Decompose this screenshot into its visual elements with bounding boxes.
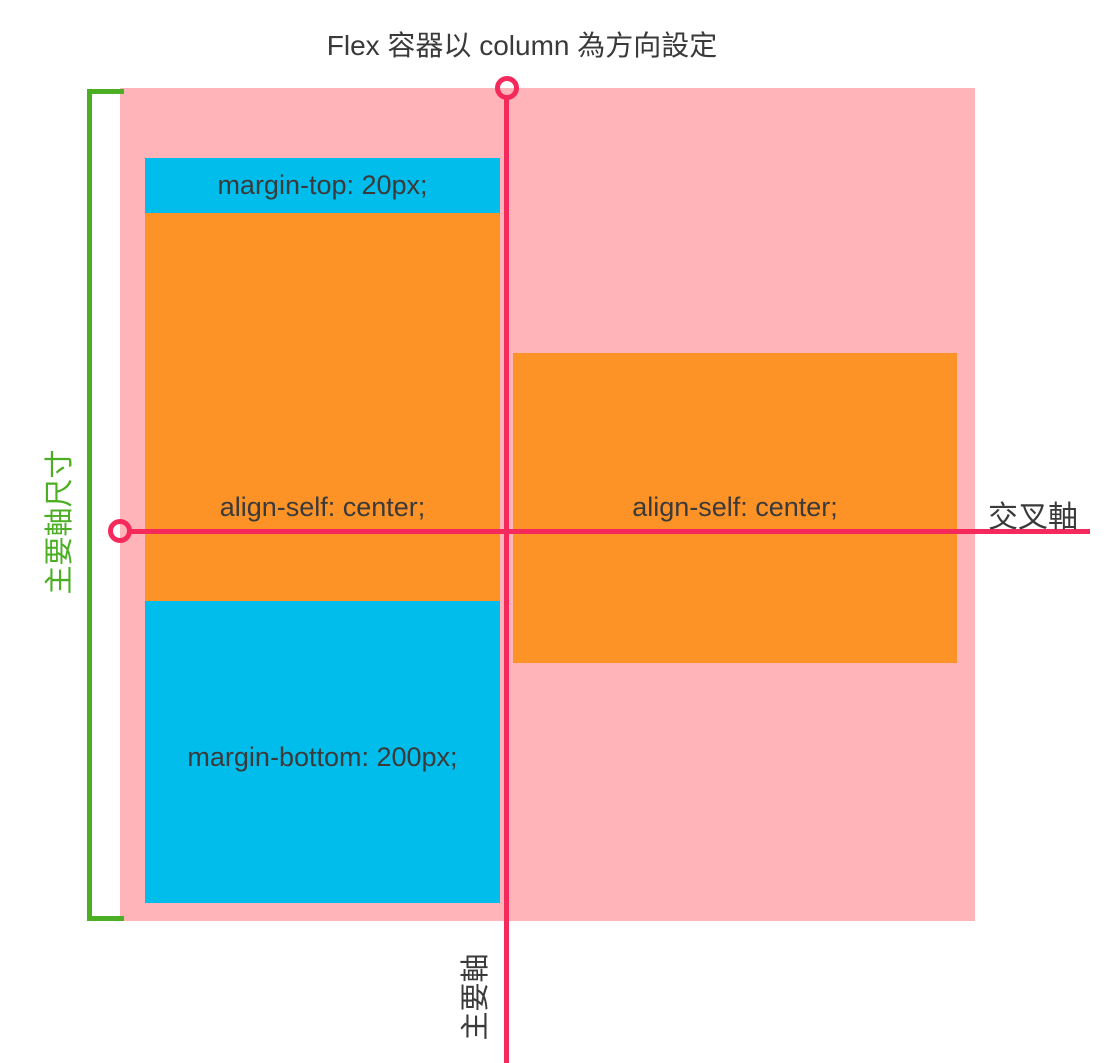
cross-axis-origin-circle: [108, 519, 132, 543]
main-axis-size-bracket: [87, 89, 124, 921]
margin-top-box: margin-top: 20px;: [145, 158, 500, 213]
margin-bottom-box: margin-bottom: 200px;: [145, 601, 500, 903]
main-axis-line: [504, 99, 509, 1063]
flex-item-right: align-self: center;: [513, 353, 957, 663]
main-axis-label: 主要軸: [460, 953, 492, 1041]
align-self-label-left: align-self: center;: [219, 492, 426, 522]
margin-top-label: margin-top: 20px;: [217, 170, 428, 200]
diagram-title: Flex 容器以 column 為方向設定: [326, 30, 718, 61]
cross-axis-line: [131, 528, 1090, 534]
main-axis-origin-circle: [494, 75, 519, 100]
cross-axis-label: 交叉軸: [988, 501, 1078, 534]
align-self-label-right: align-self: center;: [632, 492, 838, 522]
margin-bottom-label: margin-bottom: 200px;: [187, 742, 458, 772]
flex-item-left: align-self: center;: [145, 213, 500, 601]
main-axis-size-label: 主要軸尺寸: [44, 449, 76, 595]
